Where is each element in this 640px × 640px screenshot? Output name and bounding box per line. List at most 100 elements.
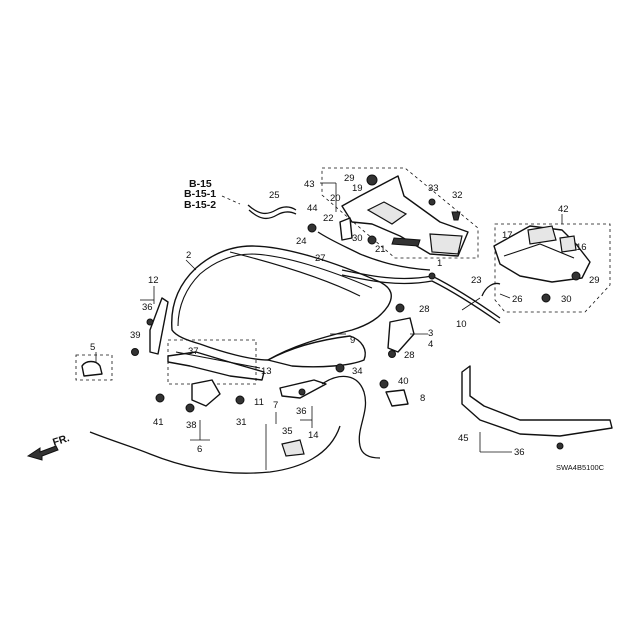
callout-21: 21 xyxy=(375,244,386,255)
latch-switch-8 xyxy=(385,389,409,407)
latch-5-body xyxy=(81,360,103,377)
leader-lines xyxy=(95,182,563,470)
hood-lock-6 xyxy=(191,379,221,407)
bolt-31-icon xyxy=(235,395,245,405)
washer-tube-10-outline xyxy=(341,274,501,324)
callout-8: 8 xyxy=(420,393,425,404)
callout-1: 1 xyxy=(437,258,442,269)
callout-19: 19 xyxy=(352,183,363,194)
support-group-outline xyxy=(167,339,257,385)
release-handle-35 xyxy=(281,439,305,457)
hood-panel xyxy=(171,245,392,368)
reference-b15-1: B-15-1 xyxy=(184,188,216,200)
callout-17: 17 xyxy=(502,230,513,241)
cowl-cover-16 xyxy=(559,235,577,253)
clip-36b-icon xyxy=(298,388,306,396)
clip-39-icon xyxy=(131,348,139,356)
reference-b15-2: B-15-2 xyxy=(184,199,216,211)
callout-22: 22 xyxy=(323,213,334,224)
clip-33-icon xyxy=(428,198,436,206)
callout-24: 24 xyxy=(296,236,307,247)
diagram-code: SWA4B5100C xyxy=(556,463,605,472)
clip-30-right-icon xyxy=(541,293,551,303)
callout-36a: 36 xyxy=(142,302,153,313)
callout-29a: 29 xyxy=(344,173,355,184)
clip-32-icon xyxy=(451,211,461,221)
callout-10: 10 xyxy=(456,319,467,330)
callout-37: 37 xyxy=(188,346,199,357)
callout-44: 44 xyxy=(307,203,318,214)
front-arrow-icon xyxy=(26,445,59,461)
callout-31: 31 xyxy=(236,417,247,428)
callout-35: 35 xyxy=(282,426,293,437)
latch-5 xyxy=(75,354,113,381)
support-13 xyxy=(167,351,265,381)
hood-stay-12 xyxy=(149,297,169,355)
callout-30b: 30 xyxy=(561,294,572,305)
clip-34-icon xyxy=(335,363,345,373)
release-cable-9 xyxy=(321,375,381,459)
cowl-cover-rib xyxy=(503,243,575,259)
callout-38: 38 xyxy=(186,420,197,431)
callout-7: 7 xyxy=(273,400,278,411)
callout-41: 41 xyxy=(153,417,164,428)
callout-29b: 29 xyxy=(589,275,600,286)
reference-leader xyxy=(221,195,241,205)
callout-5: 5 xyxy=(90,342,95,353)
bolt-28b-icon xyxy=(388,350,396,358)
latch-5-outline xyxy=(75,354,113,381)
callout-43: 43 xyxy=(304,179,315,190)
callout-30a: 30 xyxy=(352,233,363,244)
callout-4: 4 xyxy=(428,339,433,350)
callout-14: 14 xyxy=(308,430,319,441)
callout-27: 27 xyxy=(315,253,326,264)
hose-26 xyxy=(481,282,501,297)
cowl-top-assembly xyxy=(321,167,479,259)
callout-39: 39 xyxy=(130,330,141,341)
cowl-group-outline xyxy=(321,167,479,259)
callout-3: 3 xyxy=(428,328,433,339)
bolt-28-icon xyxy=(395,303,405,313)
clip-30-icon xyxy=(367,235,377,245)
callout-42: 42 xyxy=(558,204,569,215)
front-direction-indicator: FR. xyxy=(26,432,71,461)
cowl-right-group-outline xyxy=(494,223,611,313)
clip-36-icon xyxy=(146,318,154,326)
reference-b15: B-15 xyxy=(189,178,212,190)
joint-1-icon xyxy=(428,272,436,280)
hood-seal-45 xyxy=(461,365,613,437)
callout-36c: 36 xyxy=(514,447,525,458)
clip-29-icon xyxy=(366,174,378,186)
callout-12: 12 xyxy=(148,275,159,286)
washer-hose-25-outline xyxy=(248,209,297,220)
callout-13: 13 xyxy=(261,366,272,377)
nozzle-22 xyxy=(339,217,353,241)
release-cable-7 xyxy=(89,425,341,474)
cowl-corner xyxy=(429,233,463,255)
cowl-seal xyxy=(391,237,421,247)
callout-2: 2 xyxy=(186,250,191,261)
hood-outer xyxy=(171,245,392,361)
callout-16: 16 xyxy=(576,242,587,253)
hood-crease xyxy=(229,251,361,297)
bolt-41-icon xyxy=(155,393,165,403)
callout-25: 25 xyxy=(269,190,280,201)
washer-hose-25 xyxy=(247,204,297,215)
callout-40: 40 xyxy=(398,376,409,387)
nozzle-24-icon xyxy=(307,223,317,233)
hood-inner-edge xyxy=(177,253,373,327)
cowl-cover-right-assembly xyxy=(493,223,611,313)
clip-36c-icon xyxy=(556,442,564,450)
hood-hinge-3 xyxy=(387,317,415,353)
front-label: FR. xyxy=(51,432,71,449)
callout-28b: 28 xyxy=(404,350,415,361)
cowl-grille xyxy=(366,201,408,225)
bolt-38-icon xyxy=(185,403,195,413)
reference-labels: B-15 B-15-1 B-15-2 xyxy=(184,178,241,211)
callout-6: 6 xyxy=(197,444,202,455)
callout-23: 23 xyxy=(471,275,482,286)
clip-40-icon xyxy=(379,379,389,389)
callout-32: 32 xyxy=(452,190,463,201)
callout-26: 26 xyxy=(512,294,523,305)
